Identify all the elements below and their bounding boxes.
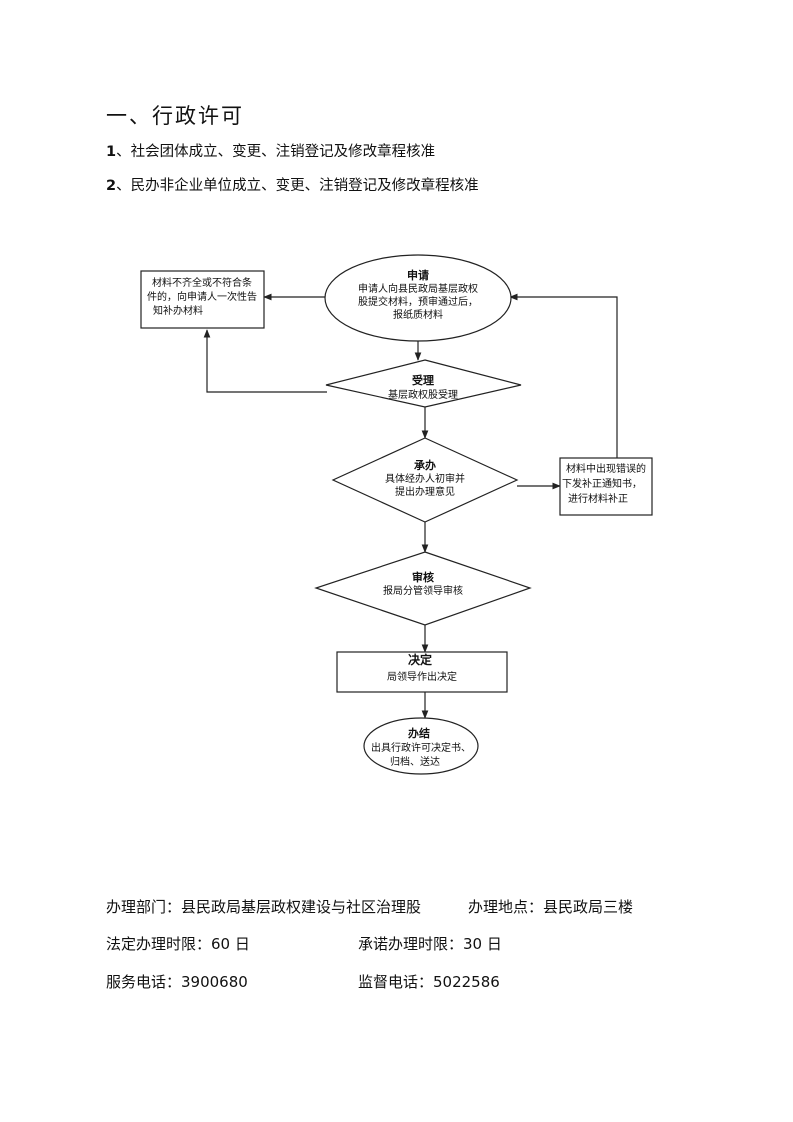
undertake-title: 承办 <box>414 458 436 472</box>
dept-info: 办理部门：县民政局基层政权建设与社区治理股 <box>106 898 422 916</box>
list-item: 2、民办非企业单位成立、变更、注销登记及修改章程核准 <box>106 174 479 195</box>
accept-diamond <box>325 359 522 408</box>
location-info: 办理地点：县民政局三楼 <box>468 898 634 916</box>
apply-line: 报纸质材料 <box>393 308 443 321</box>
apply-title: 申请 <box>407 268 429 282</box>
incomplete-line: 知补办材料 <box>153 304 203 317</box>
apply-line: 股提交材料，预审通过后， <box>358 295 478 308</box>
correction-line: 材料中出现错误的 <box>566 462 646 475</box>
complete-ellipse <box>363 717 479 775</box>
undertake-line: 提出办理意见 <box>395 485 455 498</box>
item-text: 、社会团体成立、变更、注销登记及修改章程核准 <box>116 144 436 160</box>
service-phone: 服务电话：3900680 <box>106 973 248 991</box>
review-line: 报局分管领导审核 <box>383 584 463 597</box>
incomplete-box <box>140 270 265 329</box>
accept-line: 基层政权股受理 <box>388 388 458 401</box>
accept-title: 受理 <box>412 373 434 387</box>
supervise-phone: 监督电话：5022586 <box>358 973 500 991</box>
legal-limit: 法定办理时限：60 日 <box>106 935 250 953</box>
review-diamond <box>314 551 532 626</box>
item-number: 2 <box>106 178 117 194</box>
apply-ellipse <box>324 254 512 342</box>
apply-line: 申请人向县民政局基层政权 <box>358 282 478 295</box>
decision-title: 决定 <box>408 652 432 667</box>
list-item: 1、社会团体成立、变更、注销登记及修改章程核准 <box>106 140 435 161</box>
promise-limit: 承诺办理时限：30 日 <box>358 935 502 953</box>
correction-box <box>559 457 653 516</box>
item-number: 1 <box>106 144 117 160</box>
undertake-line: 具体经办人初审并 <box>385 472 465 485</box>
correction-line: 下发补正通知书， <box>562 477 642 490</box>
decision-line: 局领导作出决定 <box>387 670 457 683</box>
complete-line: 出具行政许可决定书、 <box>371 741 471 754</box>
page-title: 一、行政许可 <box>106 104 244 128</box>
incomplete-line: 件的，向申请人一次性告 <box>147 290 257 303</box>
complete-title: 办结 <box>408 726 430 740</box>
review-title: 审核 <box>412 570 434 584</box>
undertake-diamond <box>331 437 519 523</box>
item-text: 、民办非企业单位成立、变更、注销登记及修改章程核准 <box>116 178 479 194</box>
decision-box <box>336 651 508 693</box>
complete-line: 归档、送达 <box>390 755 440 768</box>
correction-line: 进行材料补正 <box>568 492 628 505</box>
incomplete-line: 材料不齐全或不符合条 <box>152 276 252 289</box>
